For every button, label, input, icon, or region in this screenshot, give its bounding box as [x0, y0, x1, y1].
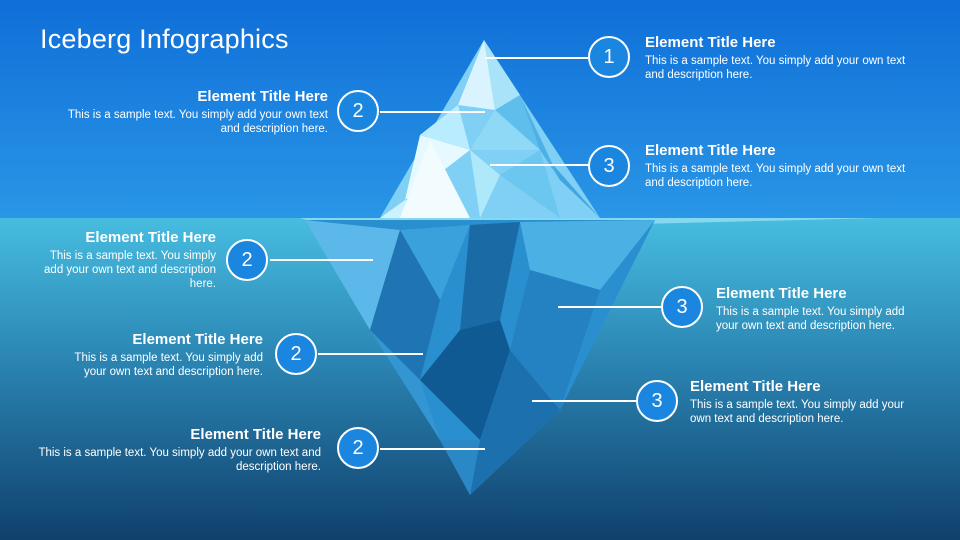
connector-line: [558, 306, 662, 308]
callout-1: Element Title Here This is a sample text…: [645, 34, 910, 82]
callout-title: Element Title Here: [85, 229, 216, 246]
number-badge: 2: [337, 90, 379, 132]
number-badge: 1: [588, 36, 630, 78]
callout-title: Element Title Here: [645, 142, 776, 159]
callout-description: This is a sample text. You simply add yo…: [645, 55, 906, 81]
callout-description: This is a sample text. You simply add yo…: [38, 447, 321, 473]
iceberg-underwater: [305, 220, 655, 495]
number-badge: 2: [337, 427, 379, 469]
callout-4: Element Title Here This is a sample text…: [40, 229, 216, 291]
callout-title: Element Title Here: [690, 378, 821, 395]
callout-description: This is a sample text. You simply add yo…: [716, 306, 905, 332]
callout-title: Element Title Here: [716, 285, 847, 302]
connector-line: [485, 57, 588, 59]
number-badge: 2: [275, 333, 317, 375]
callout-5: Element Title Here This is a sample text…: [716, 285, 926, 333]
connector-line: [532, 400, 636, 402]
callout-6: Element Title Here This is a sample text…: [50, 331, 263, 379]
callout-description: This is a sample text. You simply add yo…: [67, 109, 328, 135]
callout-description: This is a sample text. You simply add yo…: [74, 352, 263, 378]
connector-line: [318, 353, 423, 355]
number-badge: 2: [226, 239, 268, 281]
number-badge: 3: [588, 145, 630, 187]
iceberg-tip: [380, 40, 600, 218]
callout-description: This is a sample text. You simply add yo…: [645, 163, 906, 189]
callout-description: This is a sample text. You simply add yo…: [690, 399, 905, 425]
connector-line: [380, 448, 485, 450]
callout-description: This is a sample text. You simply add yo…: [44, 250, 216, 290]
callout-3: Element Title Here This is a sample text…: [645, 142, 910, 190]
callout-title: Element Title Here: [645, 34, 776, 51]
page-title: Iceberg Infographics: [40, 24, 289, 54]
number-badge: 3: [661, 286, 703, 328]
callout-title: Element Title Here: [197, 88, 328, 105]
number-badge: 3: [636, 380, 678, 422]
callout-title: Element Title Here: [190, 426, 321, 443]
callout-2: Element Title Here This is a sample text…: [66, 88, 328, 136]
connector-line: [270, 259, 373, 261]
callout-title: Element Title Here: [132, 331, 263, 348]
callout-8: Element Title Here This is a sample text…: [36, 426, 321, 474]
callout-7: Element Title Here This is a sample text…: [690, 378, 926, 426]
connector-line: [490, 164, 588, 166]
connector-line: [380, 111, 485, 113]
